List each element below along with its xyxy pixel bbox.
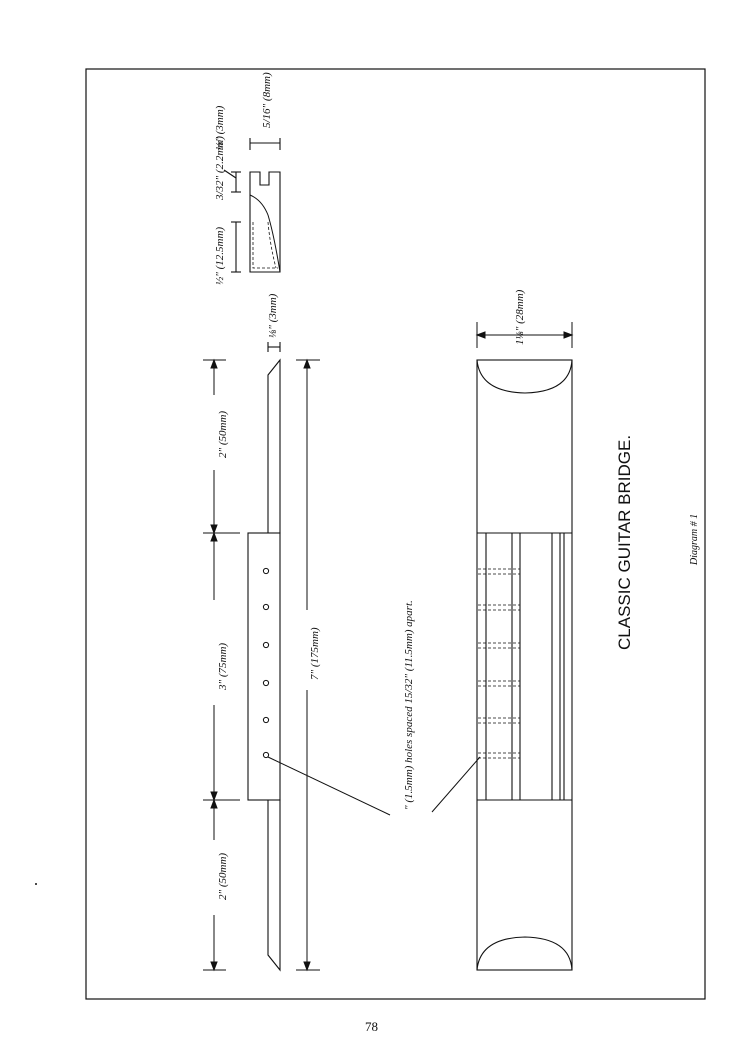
string-hole	[262, 567, 270, 575]
bridge-top-view	[476, 359, 573, 971]
wing-left-label: 2" (50mm)	[217, 411, 229, 458]
string-hole	[262, 679, 270, 687]
bridge-cross-section	[223, 138, 281, 273]
section-tall-label: ½" (12.5mm)	[214, 227, 226, 285]
holes-leader	[267, 756, 481, 816]
width-dimension-line	[475, 322, 574, 348]
section-slot-label: ⅛" (3mm)	[214, 105, 226, 150]
holes-note: " (1.5mm) holes spaced 15/32" (11.5mm) a…	[403, 600, 415, 810]
string-hole	[262, 716, 270, 724]
bridge-side-view	[247, 342, 281, 972]
section-mid-label: 3/32" (2.2mm)	[214, 136, 226, 201]
width-label: 1⅛" (28mm)	[514, 289, 526, 345]
segment-dimension-line	[203, 358, 240, 972]
center-label: 3" (75mm)	[217, 643, 229, 691]
diagram-caption: Diagram # 1	[689, 514, 700, 566]
page-number: 78	[365, 1019, 378, 1034]
string-hole	[262, 603, 270, 611]
diagram-title: CLASSIC GUITAR BRIDGE.	[615, 435, 634, 650]
hole-channels	[478, 568, 520, 759]
string-hole	[262, 641, 270, 649]
overall-label: 7" (175mm)	[309, 627, 321, 680]
string-holes	[262, 567, 270, 759]
wing-right-label: 2" (50mm)	[217, 853, 229, 900]
overall-dimension-line	[296, 358, 320, 972]
page-frame	[85, 68, 706, 1000]
section-width-label: 5/16" (8mm)	[261, 72, 273, 128]
thickness-label: ⅛" (3mm)	[267, 293, 279, 338]
stray-dot	[35, 883, 37, 885]
string-hole	[262, 751, 270, 759]
